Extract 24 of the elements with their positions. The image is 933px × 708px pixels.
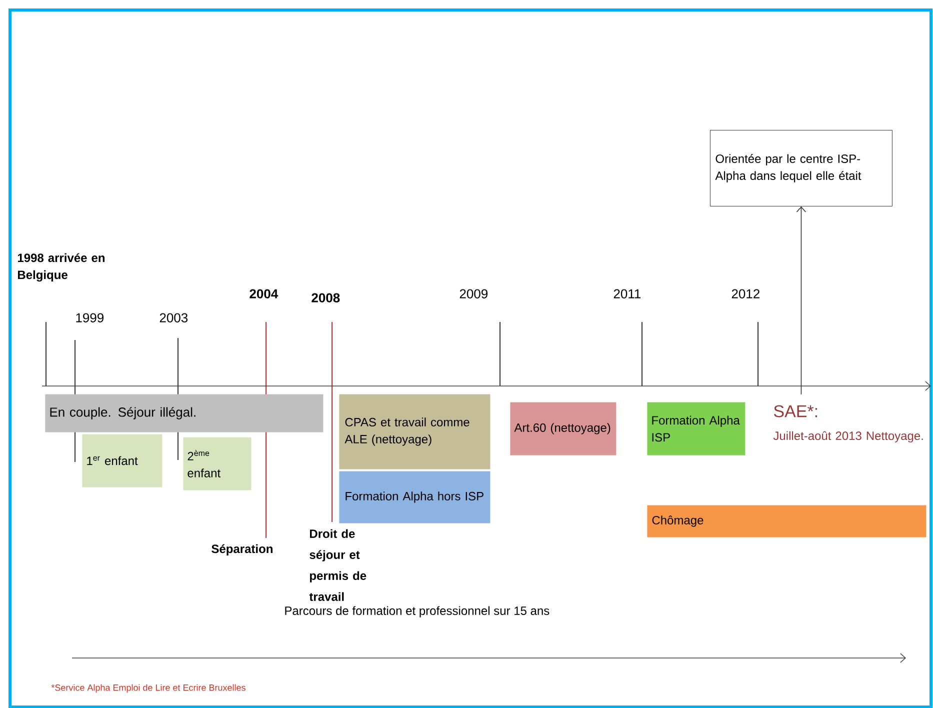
year-label: 2003	[160, 313, 188, 322]
event-box: 1$^{er}$ enfant	[82, 434, 162, 488]
event-box: Formation Alpha ISP	[647, 402, 746, 456]
event-label: Séparation	[212, 544, 272, 556]
period-bar: Chômage	[647, 505, 926, 538]
year-label: 2009	[460, 289, 488, 298]
note-box: Orientée par le centre ISP-Alpha dans lequel elle était	[710, 130, 892, 206]
event-box: CPAS et travail comme ALE (nettoyage)	[339, 394, 490, 470]
year-label: 2004	[250, 289, 278, 298]
year-label: 1999	[76, 313, 104, 322]
year-label: 2012	[732, 289, 760, 298]
year-label: 2008	[312, 293, 340, 302]
event-label: 1998 arrivée en Belgique	[18, 253, 104, 282]
event-box: 2$^{ème}$ enfant	[183, 437, 252, 490]
event-label: Juillet-août 2013 Nettoyage.	[773, 431, 923, 442]
footnote: *Service Alpha Emploi de Lire et Ecrire Bruxelles	[51, 684, 246, 693]
event-label: SAE*:	[774, 405, 817, 418]
period-bar: En couple. Séjour illégal.	[45, 394, 324, 432]
event-box: Art.60 (nettoyage)	[510, 402, 616, 456]
caption-text: Parcours de formation et professionnel sur 15 ans	[285, 606, 550, 618]
event-label: Droit de séjour et permis de travail	[309, 529, 366, 601]
year-label: 2011	[614, 289, 641, 298]
arrow	[796, 206, 806, 395]
event-box: Formation Alpha hors ISP	[339, 471, 490, 524]
